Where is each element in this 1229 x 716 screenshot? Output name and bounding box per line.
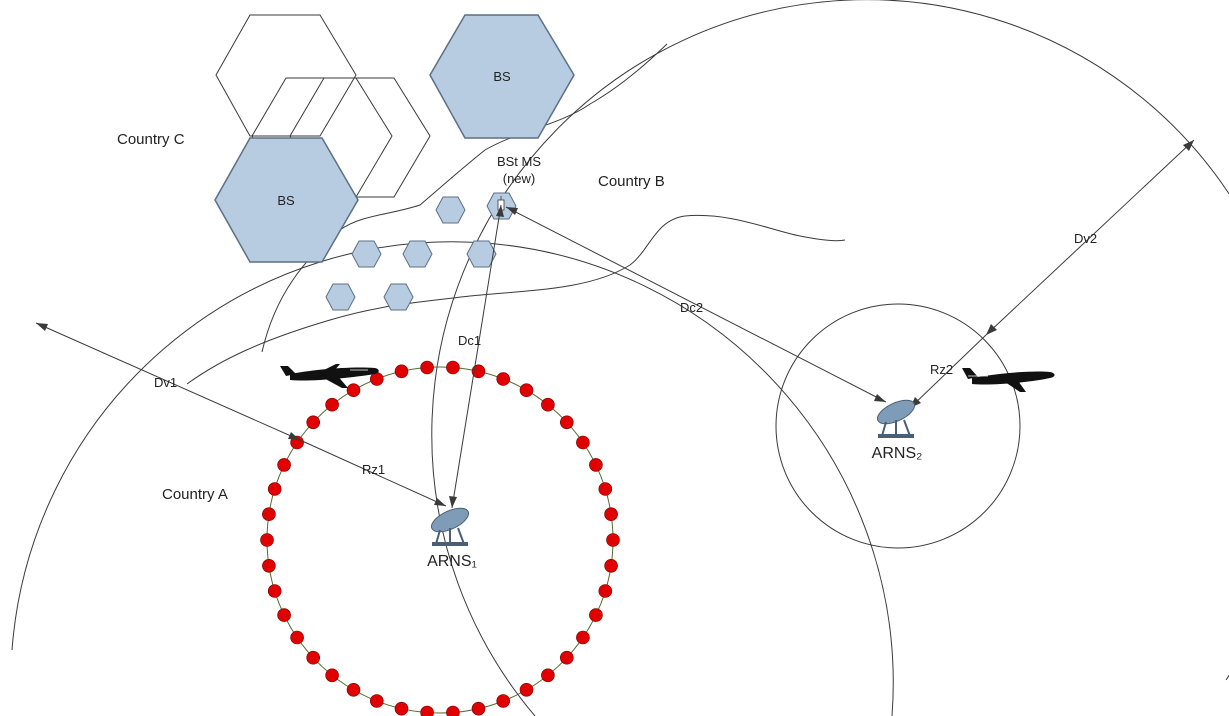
small-cell-hexagon [435,196,466,224]
red-dot [604,507,618,522]
dv2-arrow [985,139,1195,336]
arrow-head [288,432,300,440]
bs-hex-grid [214,14,575,263]
dv1-arrow [35,322,301,441]
red-dot [290,630,304,645]
small-cell-hexagon [402,240,433,268]
red-dot [306,650,321,665]
arns1-label: ARNS₁ [427,553,477,570]
red-dot [576,630,590,645]
arrow-head [496,205,504,217]
red-dot [346,383,361,398]
rz2-label: Rz2 [930,362,953,377]
red-dot [306,415,321,430]
red-dot [471,364,486,379]
red-dot [598,584,613,598]
red-dot [541,397,555,412]
country-a-label: Country A [162,486,228,503]
dc1-label: Dc1 [458,333,481,348]
small-cell-hexagon [351,240,382,268]
red-dot [277,458,291,472]
red-dot [496,694,511,708]
red-dot [277,608,291,622]
red-dot [369,372,384,386]
country-b-label: Country B [598,173,665,190]
rz2-arrow [909,334,987,409]
base-station-hexagon [429,14,575,139]
arrow-head [1183,140,1194,151]
dc1-arrow [451,204,502,509]
red-dot [325,397,339,412]
red-dot [598,482,613,496]
red-dot [262,558,276,573]
bs-label-left: BS [277,193,295,208]
red-dot [446,705,460,716]
distance-arrows [35,139,1195,509]
base-station-hexagon [214,137,359,263]
red-dot [559,415,574,430]
bst-ms-new-label: (new) [503,171,536,186]
small-cell-hexagon [466,240,497,268]
radar-dish-icon [876,399,916,438]
airplane-icon [962,368,1055,392]
red-dot [267,584,282,598]
arrow-head [434,498,446,506]
small-cell-hexagons [325,192,517,311]
red-dot [606,533,620,547]
red-dot [446,360,460,375]
red-dot [267,482,282,496]
country-b-coverage-circle [431,0,1229,716]
red-dot [325,668,339,683]
small-cell-hexagon [383,283,414,311]
red-dot [589,608,603,622]
airplane-icon [280,364,379,388]
red-dot-ring [260,360,620,716]
red-dot [369,694,384,708]
arrow-head [986,324,997,335]
arrow-head [36,323,48,331]
arns2-label: ARNS₂ [872,445,923,462]
rz1-label: Rz1 [362,462,385,477]
red-dot [471,701,486,716]
arrow-head [874,394,886,402]
red-dot [420,705,434,716]
red-dot [541,668,555,683]
bst-ms-label: BSt MS [497,154,541,169]
red-dot [262,507,276,522]
arrow-head [449,496,457,508]
dc2-label: Dc2 [680,300,703,315]
red-dot [559,650,574,665]
bs-label-top: BS [493,69,511,84]
arns2-protection-circle [775,303,1021,549]
small-cell-hexagon [325,283,356,311]
radar-dish-icon [430,507,470,546]
red-dot [519,383,534,398]
border-line-lower [186,214,846,385]
red-dot [394,364,409,379]
dc2-arrow [505,206,887,403]
red-dot [346,682,361,697]
arrow-head [506,207,518,215]
red-dot [420,360,434,375]
red-dot [604,558,618,573]
red-dot [576,435,590,450]
red-dot [496,372,511,386]
rz1-arrow [299,439,447,507]
country-c-coverage-circle [11,241,894,716]
dv2-label: Dv2 [1074,231,1097,246]
red-dot [519,682,534,697]
dv1-label: Dv1 [154,375,177,390]
red-dot [394,701,409,716]
country-c-label: Country C [117,131,185,148]
red-dot [589,458,603,472]
red-dot [260,533,274,547]
empty-bs-hexagon [215,14,357,137]
